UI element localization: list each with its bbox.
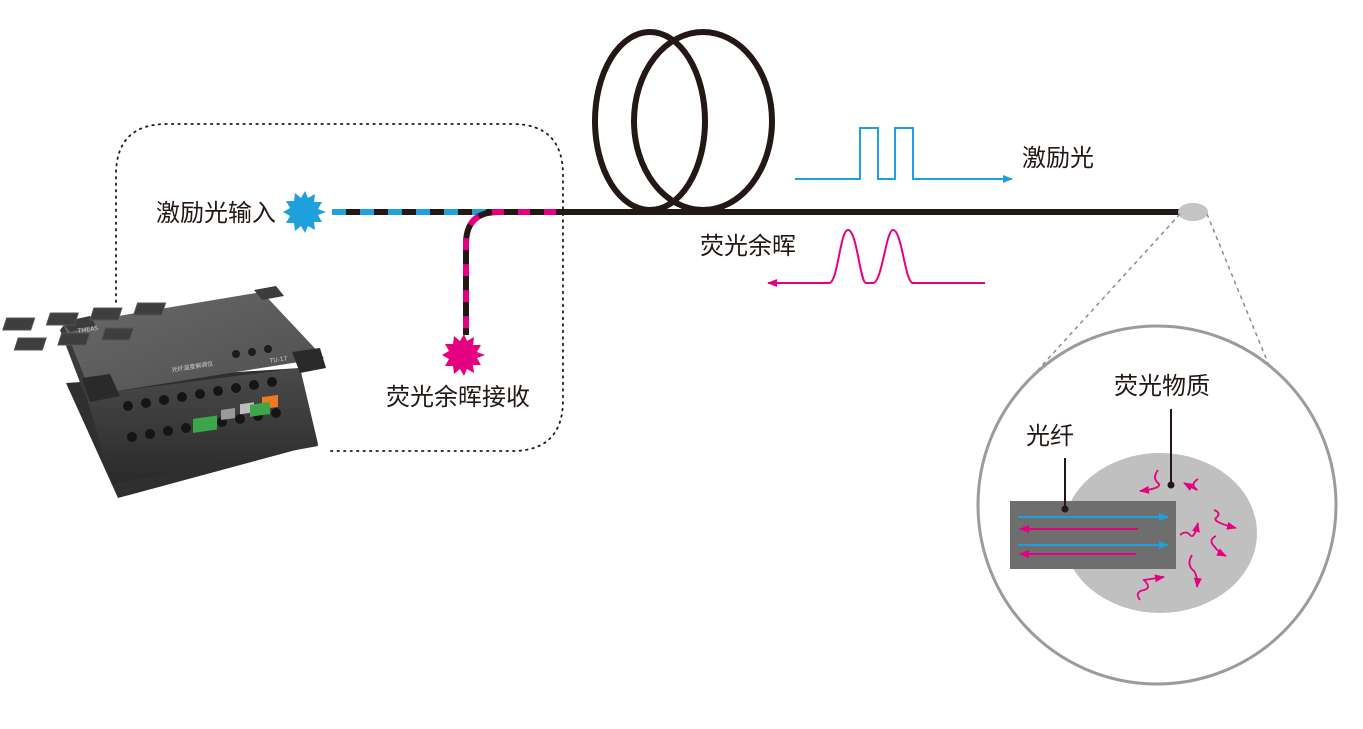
device-top-panel [64, 292, 324, 395]
probe-tip [1178, 203, 1208, 221]
label-excitation-input: 激励光输入 [156, 199, 276, 227]
fiber-core [1010, 501, 1176, 569]
zoom-line-left [1015, 213, 1181, 395]
afterglow-path-dashes [463, 209, 556, 335]
excitation-pulse-signal [795, 127, 1013, 183]
probe-magnifier [976, 324, 1338, 686]
label-fluorescent-material: 荧光物质 [1114, 372, 1210, 400]
excitation-source-star [283, 191, 326, 233]
fluorescence-emission-arrows [1136, 469, 1237, 601]
label-fiber: 光纤 [1026, 422, 1074, 450]
device-brand: TMEAS [76, 325, 99, 335]
afterglow-receiver-star [442, 334, 485, 376]
afterglow-decay-signal [767, 228, 985, 287]
label-fluorescence-afterglow: 荧光余晖 [700, 232, 796, 260]
label-excitation-light: 激励光 [1022, 144, 1094, 172]
coupler-branch-fiber [463, 209, 556, 335]
zoom-line-right [1206, 213, 1294, 425]
device-model: TU-17 [268, 355, 288, 365]
demodulator-device: TMEAS 光纤温度解调仪 TU-17 [2, 286, 326, 498]
label-afterglow-receive: 荧光余晖接收 [386, 383, 530, 411]
